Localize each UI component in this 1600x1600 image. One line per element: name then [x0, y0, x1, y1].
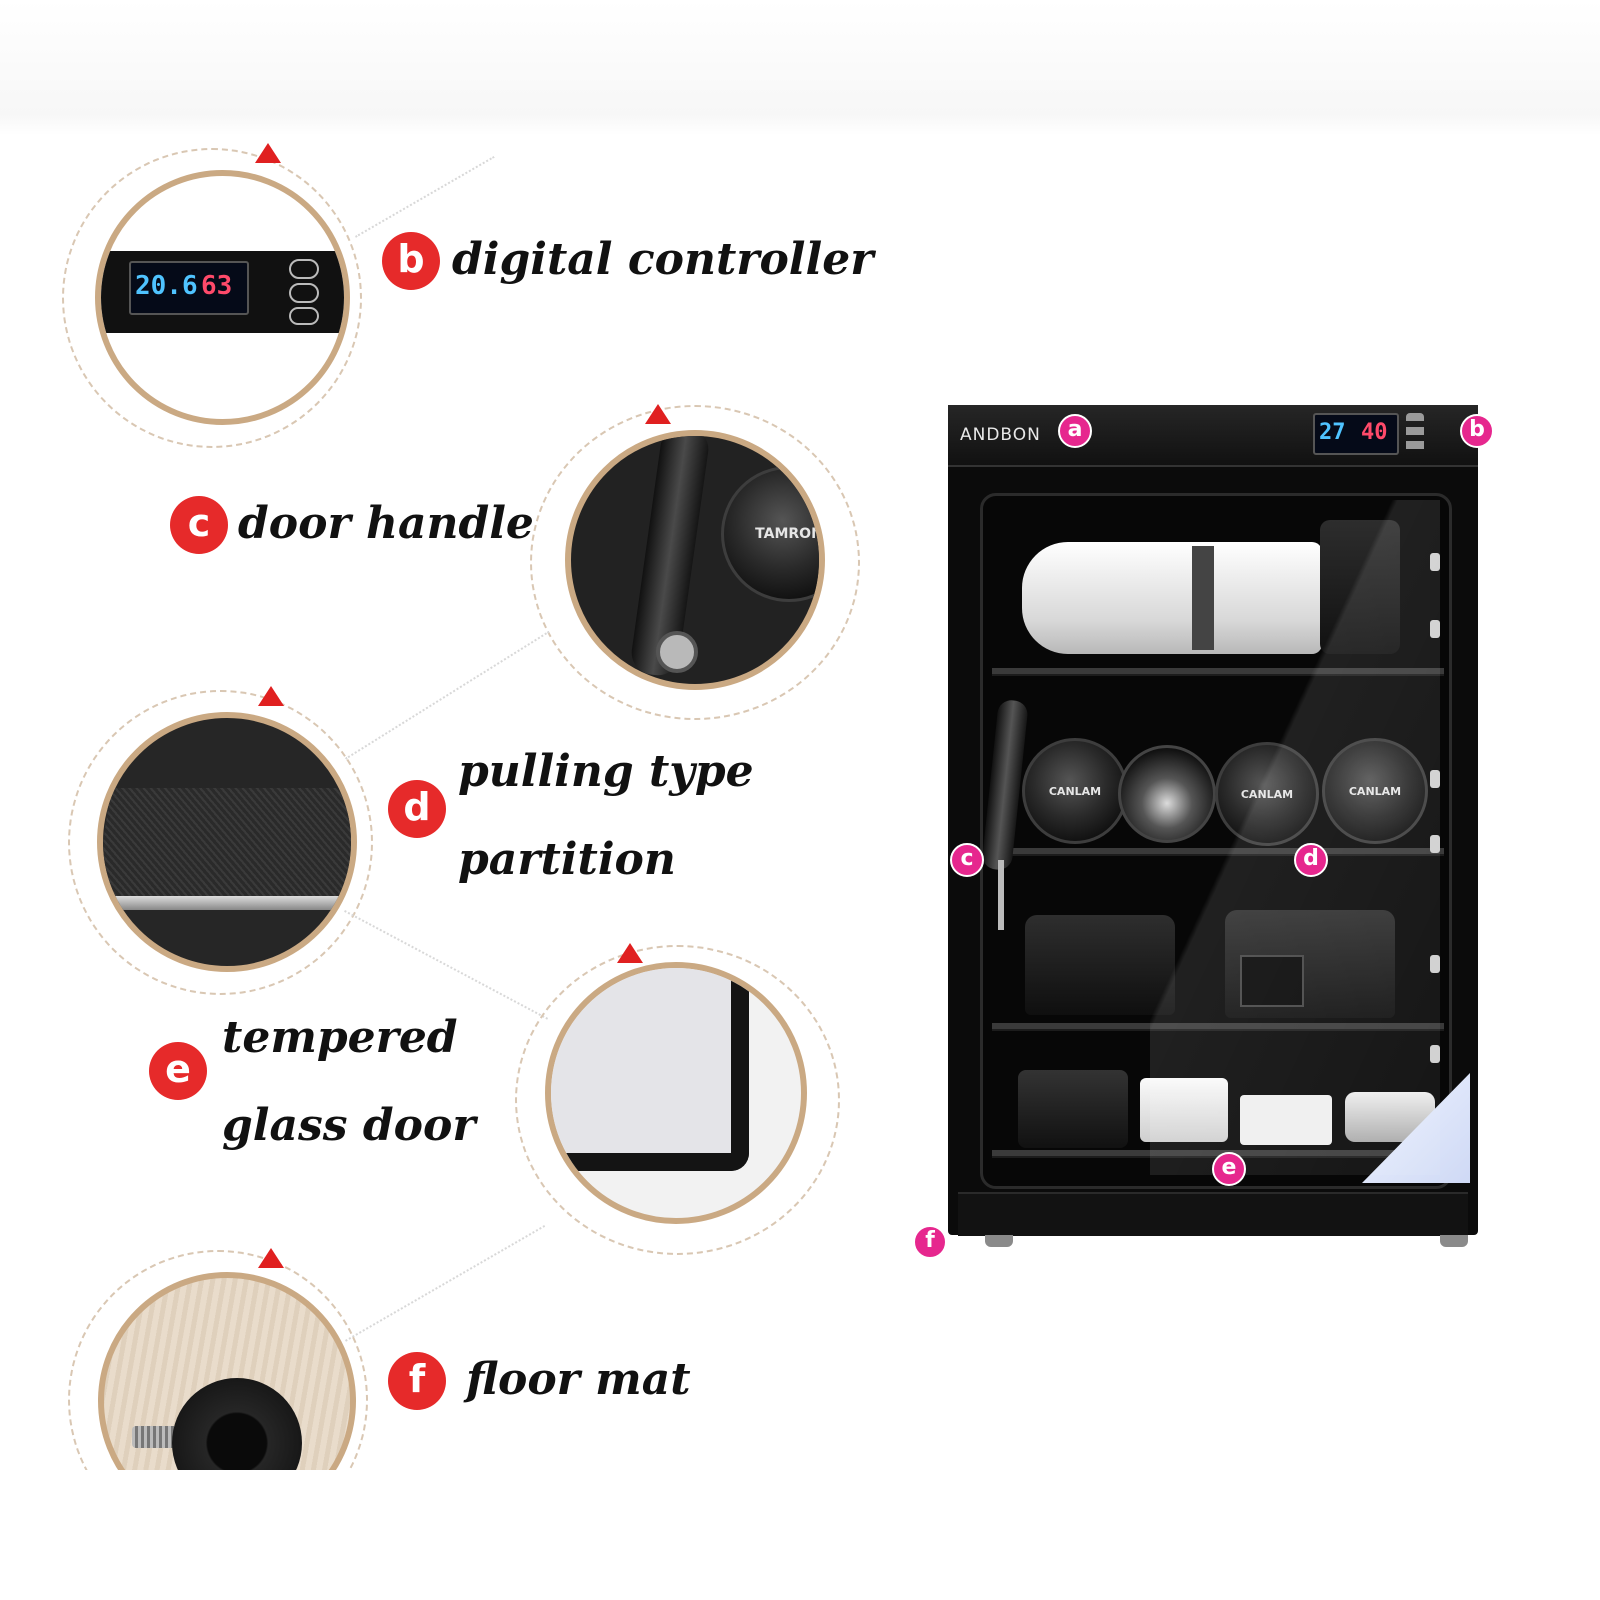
glass-frame — [551, 968, 749, 1171]
badge-c: c — [170, 496, 228, 554]
cabinet-top-panel: ANDBON 27 40 — [948, 405, 1478, 467]
controller-temperature: 20.6 — [135, 271, 198, 301]
marker-triangle-d — [258, 686, 284, 706]
dslr-camera-1 — [1025, 915, 1175, 1015]
orbit-ring-e — [515, 945, 840, 1255]
label-digital-controller: digital controller — [452, 234, 874, 285]
closeup-door-handle: TAMRON — [565, 430, 825, 690]
flash-unit — [1140, 1078, 1228, 1142]
cabinet-brand: ANDBON — [960, 425, 1041, 445]
closeup-digital-controller: 20.6 63 — [95, 170, 350, 425]
label-partition-line1: pulling type — [458, 746, 754, 797]
background-band — [0, 0, 1600, 135]
camera-body-top — [1320, 520, 1400, 654]
battery-box — [1240, 1095, 1332, 1145]
led-indicator — [1430, 835, 1440, 853]
partition-rail — [103, 896, 351, 910]
badge-d: d — [388, 780, 446, 838]
cabinet-lcd: 27 40 — [1313, 413, 1399, 455]
cabinet-humidity: 40 — [1361, 420, 1388, 445]
cabinet-base — [958, 1192, 1468, 1236]
page-bottom-mask — [0, 1470, 900, 1600]
orbit-ring-b — [62, 148, 362, 448]
pin-b: b — [1460, 414, 1494, 448]
shelf-3 — [992, 1023, 1444, 1031]
lens-front-element — [1118, 745, 1216, 843]
connector-line-d-top — [345, 630, 550, 760]
label-door-handle: door handle — [238, 498, 534, 549]
pin-c: c — [950, 843, 984, 877]
led-indicator — [1430, 1045, 1440, 1063]
cabinet-foot-right — [1440, 1235, 1468, 1247]
pin-d: d — [1294, 843, 1328, 877]
label-floor-mat: floor mat — [466, 1354, 691, 1405]
handle-lock-icon — [656, 631, 698, 673]
controller-down-button — [289, 283, 319, 303]
controller-set-button — [289, 307, 319, 325]
orbit-ring-d — [68, 690, 373, 995]
led-indicator — [1430, 955, 1440, 973]
label-glass-door-line2: glass door — [222, 1100, 476, 1151]
camera-screen — [1240, 955, 1304, 1007]
closeup-glass-door — [545, 962, 807, 1224]
orbit-ring-c — [530, 405, 860, 720]
floor-mat-screw — [132, 1426, 182, 1448]
connector-line-f — [345, 1225, 546, 1342]
pin-a: a — [1058, 414, 1092, 448]
marker-triangle-c — [645, 404, 671, 424]
controller-humidity: 63 — [201, 271, 233, 301]
label-glass-door-line1: tempered — [222, 1012, 458, 1063]
partition-tray — [103, 788, 351, 898]
lens-ring — [1192, 546, 1214, 650]
marker-triangle-e — [617, 943, 643, 963]
cabinet-key — [998, 860, 1004, 930]
led-indicator — [1430, 620, 1440, 638]
marker-triangle-f — [258, 1248, 284, 1268]
telephoto-lens — [1022, 542, 1322, 654]
shelf-2 — [992, 848, 1444, 856]
pin-e: e — [1212, 1152, 1246, 1186]
glass-reflection — [1150, 500, 1440, 1175]
cabinet-buttons — [1406, 413, 1424, 455]
lens-cap-1: CANLAM — [1022, 738, 1128, 844]
led-indicator — [1430, 553, 1440, 571]
lens-cap-2: CANLAM — [1215, 742, 1319, 846]
cabinet-temperature: 27 — [1319, 420, 1346, 445]
controller-up-button — [289, 259, 319, 279]
badge-e: e — [149, 1042, 207, 1100]
marker-triangle-b — [255, 143, 281, 163]
handle-lens-cap: TAMRON — [721, 466, 819, 602]
cabinet-foot-left — [985, 1235, 1013, 1247]
controller-panel: 20.6 63 — [101, 251, 344, 333]
label-partition-line2: partition — [458, 834, 676, 885]
connector-line-e — [344, 910, 549, 1020]
led-indicator — [1430, 770, 1440, 788]
closeup-partition — [97, 712, 357, 972]
badge-b: b — [382, 232, 440, 290]
connector-line-b — [355, 156, 495, 238]
pin-f: f — [913, 1225, 947, 1259]
lens-cap-3: CANLAM — [1322, 738, 1428, 844]
shelf-1 — [992, 668, 1444, 676]
lens-accessory — [1018, 1070, 1128, 1148]
badge-f: f — [388, 1352, 446, 1410]
controller-lcd: 20.6 63 — [129, 261, 249, 315]
